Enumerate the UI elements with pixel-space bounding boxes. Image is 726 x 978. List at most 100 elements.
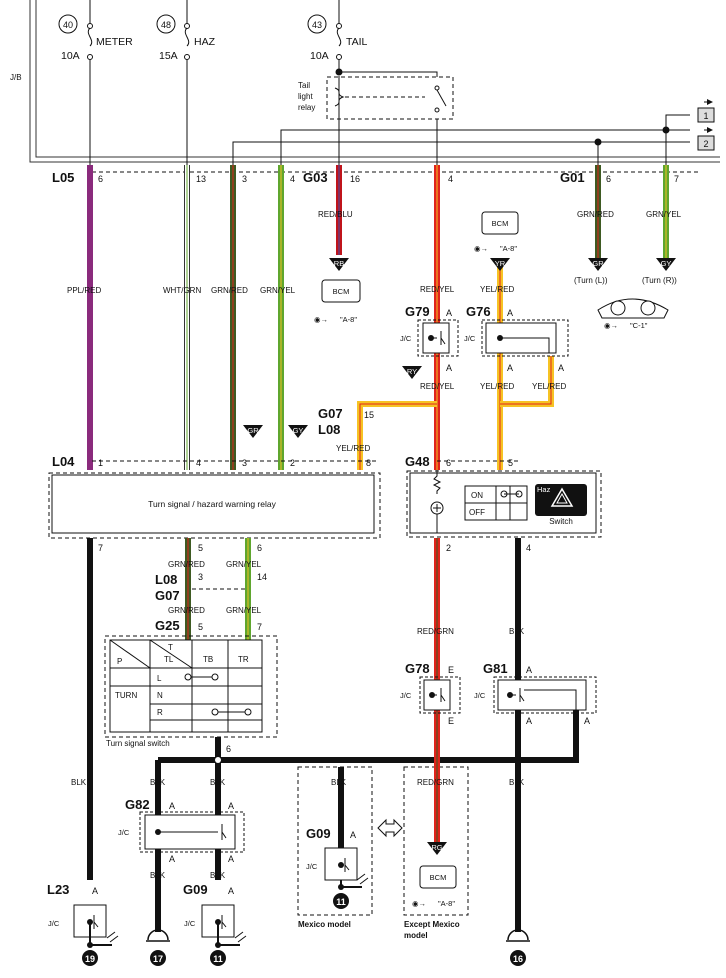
turn-signal-switch: P T TL TB TR TURN L N R Turn signal swit… — [104, 635, 278, 748]
pin-G81-a3: A — [584, 716, 590, 726]
label-blk-4: BLK — [150, 871, 166, 880]
label-grn-yel-2: GRN/YEL — [226, 560, 262, 569]
tag-gy-triangle-relay: GY — [288, 425, 308, 438]
jc-label-g81: J/C — [474, 691, 486, 700]
tag-gr-triangle-g01: GR — [588, 258, 608, 271]
jc-g82: G82 A A A A J/C — [118, 797, 245, 864]
ts-row-l: L — [157, 674, 162, 683]
bcm-module-3: BCM "A-8" ◉→ — [412, 865, 457, 908]
label-g01-grn-red: GRN/RED — [577, 210, 614, 219]
fuse-48-rating: 15A — [159, 50, 178, 62]
alternative-arrow-icon — [377, 818, 403, 838]
conn-L05: L05 — [52, 170, 74, 185]
conn-G07-lower: G07 — [155, 588, 180, 603]
label-red-blu: RED/BLU — [318, 210, 353, 219]
pin-L04-3: 3 — [242, 458, 247, 468]
eye-icon: ◉→ — [314, 315, 328, 324]
ts-corner-p: P — [117, 657, 122, 666]
tag-yr-triangle: YR — [490, 258, 510, 271]
pin-L08-3: 3 — [198, 572, 203, 582]
except-label-1: Except Mexico — [404, 920, 460, 929]
haz-badge: Haz — [537, 485, 551, 494]
eye-icon: ◉→ — [474, 244, 488, 253]
jc-g09-lower: G09 A 11 J/C — [183, 882, 247, 966]
pin-G25-6: 6 — [226, 744, 231, 754]
relay-label-3: relay — [298, 103, 315, 112]
tag-gy-g01: GY — [661, 259, 672, 268]
conn-G01: G01 — [560, 170, 585, 185]
label-blk-3: BLK — [210, 778, 226, 787]
tag-rb-triangle: RB — [329, 258, 349, 271]
conn-G03: G03 — [303, 170, 328, 185]
mexico-model-box: BLK G09 A 11 J/C — [297, 766, 373, 916]
ts-row-n: N — [157, 691, 163, 700]
conn-G79: G79 — [405, 304, 430, 319]
fuse-40-rating: 10A — [61, 50, 80, 62]
hazard-switch: ON OFF Haz Switch — [406, 470, 602, 538]
ground-17: 17 — [146, 880, 170, 966]
wire-red-yel — [357, 165, 440, 470]
label-grn-yel-1: GRN/YEL — [260, 286, 296, 295]
right-tags: 1 2 — [697, 99, 715, 151]
bcm-ref-2: "A-8" — [500, 244, 517, 253]
fuse-feed-lines — [89, 60, 438, 165]
tag-1: 1 — [703, 111, 708, 121]
conn-G82: G82 — [125, 797, 150, 812]
conn-G48: G48 — [405, 454, 430, 469]
meter-cluster-icon: ◉→ "C-1" — [597, 298, 669, 330]
pin-G79-a2: A — [446, 363, 452, 373]
relay-title: Turn signal / hazard warning relay — [148, 499, 276, 509]
haz-switch-label: Switch — [549, 517, 573, 526]
pin-L04-1: 1 — [98, 458, 103, 468]
bcm-label-2: BCM — [492, 219, 509, 228]
bcm-module-1: BCM "A-8" ◉→ — [314, 279, 361, 324]
label-blk-1: BLK — [71, 778, 87, 787]
tag-rg: RG — [431, 843, 442, 852]
tag-gy-triangle-g01: GY — [656, 258, 676, 271]
pin-G03-16: 16 — [350, 174, 360, 184]
jb-bus — [232, 114, 690, 165]
ground-16-id: 16 — [513, 954, 523, 964]
pin-L05-3: 3 — [242, 174, 247, 184]
pin-G03-4: 4 — [448, 174, 453, 184]
label-red-yel-1: RED/YEL — [420, 285, 455, 294]
pin-G76-a3: A — [558, 363, 564, 373]
pin-L04-5: 5 — [198, 543, 203, 553]
label-blk-5: BLK — [210, 871, 226, 880]
pin-L04-6: 6 — [257, 543, 262, 553]
ground-17-id: 17 — [153, 954, 163, 964]
eye-icon: ◉→ — [412, 899, 426, 908]
jc-label-l23: J/C — [48, 919, 60, 928]
label-yel-red-2: YEL/RED — [480, 382, 514, 391]
jc-label-g76: J/C — [464, 334, 476, 343]
pin-G78-e2: E — [448, 716, 454, 726]
pin-G48-4: 4 — [526, 543, 531, 553]
jc-g76: G76 A A A J/C — [464, 304, 569, 373]
haz-on-label: ON — [471, 491, 483, 500]
pin-L04-2: 2 — [290, 458, 295, 468]
tag-gr-g01: GR — [592, 259, 604, 268]
jc-g81: G81 A A A J/C — [474, 661, 597, 726]
pin-G76-a2: A — [507, 363, 513, 373]
pin-G82-a1: A — [169, 801, 175, 811]
tag-gr-relay: GR — [247, 426, 259, 435]
turn-hazard-relay: Turn signal / hazard warning relay — [48, 472, 381, 539]
conn-G76: G76 — [466, 304, 491, 319]
label-red-yel-2: RED/YEL — [420, 382, 455, 391]
pin-L05-13: 13 — [196, 174, 206, 184]
pin-G09-lower-a: A — [228, 886, 234, 896]
ts-row-head: TURN — [115, 691, 137, 700]
tag-ry-triangle: RY — [402, 366, 422, 379]
pin-G07-15: 15 — [364, 410, 374, 420]
conn-L04: L04 — [52, 454, 75, 469]
relay-label-2: light — [298, 92, 313, 101]
label-yel-red-4: YEL/RED — [336, 444, 370, 453]
conn-G25: G25 — [155, 618, 180, 633]
label-blk-6: BLK — [509, 627, 525, 636]
pin-G81-a2: A — [526, 716, 532, 726]
pin-G82-a3: A — [169, 854, 175, 864]
label-wht-grn: WHT/GRN — [163, 286, 201, 295]
tag-rb: RB — [334, 259, 344, 268]
wire-yel-red — [497, 265, 554, 470]
